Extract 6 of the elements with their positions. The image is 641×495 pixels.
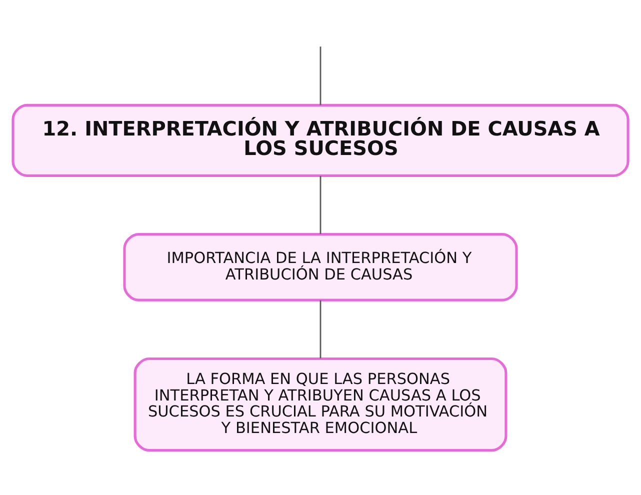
connector [320, 300, 322, 358]
connector [320, 46, 322, 105]
node-box: LA FORMA EN QUE LAS PERSONAS INTERPRETAN Y ATRIBUYEN CAUSAS A LOS SUCESOS ES CRUCIAL PARA SU MOTIVACIÓN Y BIENESTAR EMOCIONAL [134, 356, 508, 452]
connector [320, 175, 322, 234]
node-box: IMPORTANCIA DE LA INTERPRETACIÓN Y ATRIBUCIÓN DE CAUSAS [123, 232, 518, 301]
node-box: 12. INTERPRETACIÓN Y ATRIBUCIÓN DE CAUSAS A LOS SUCESOS [12, 103, 630, 176]
